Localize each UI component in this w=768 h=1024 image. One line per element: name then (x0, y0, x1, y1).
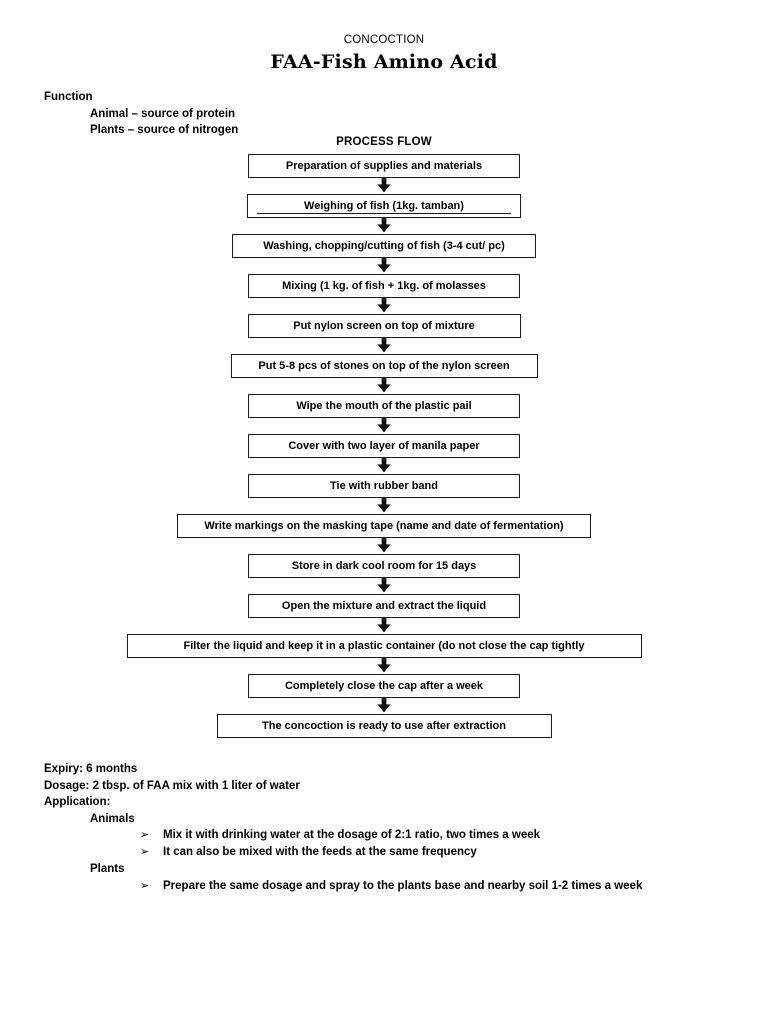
flow-step-row: Mixing (1 kg. of fish + 1kg. of molasses (0, 274, 768, 298)
dosage-line: Dosage: 2 tbsp. of FAA mix with 1 liter … (44, 779, 300, 792)
flow-step-box: Tie with rubber band (248, 474, 520, 498)
flow-step-row: Washing, chopping/cutting of fish (3-4 c… (0, 234, 768, 258)
function-item-animal: Animal – source of protein (90, 107, 236, 120)
list-item: ➢ Mix it with drinking water at the dosa… (44, 827, 744, 844)
down-arrow-icon (0, 458, 768, 474)
flow-step-box: Washing, chopping/cutting of fish (3-4 c… (232, 234, 536, 258)
page-title: FAA-Fish Amino Acid (270, 51, 498, 73)
function-section: Function Animal – source of protein Plan… (44, 89, 238, 139)
flow-step-row: Tie with rubber band (0, 474, 768, 498)
flow-step-row: Put 5-8 pcs of stones on top of the nylo… (0, 354, 768, 378)
down-arrow-icon (0, 418, 768, 434)
flow-step-box: Mixing (1 kg. of fish + 1kg. of molasses (248, 274, 520, 298)
expiry-line: Expiry: 6 months (44, 763, 138, 775)
plants-label: Plants (90, 863, 125, 875)
flow-step-box: Put 5-8 pcs of stones on top of the nylo… (230, 354, 538, 378)
flow-step-box: Filter the liquid and keep it in a plast… (126, 634, 642, 658)
document-kicker: CONCOCTION (343, 34, 425, 46)
down-arrow-icon (0, 698, 768, 714)
flow-step-box: Weighing of fish (1kg. tamban) (247, 194, 521, 218)
flow-step-box: Open the mixture and extract the liquid (248, 594, 520, 618)
flow-step-row: Put nylon screen on top of mixture (0, 314, 768, 338)
flow-step-row: Store in dark cool room for 15 days (0, 554, 768, 578)
flow-step-box: The concoction is ready to use after ext… (216, 714, 552, 738)
down-arrow-icon (0, 178, 768, 194)
application-label: Application: (44, 796, 111, 808)
flow-step-row: The concoction is ready to use after ext… (0, 714, 768, 738)
down-arrow-icon (0, 218, 768, 234)
flow-step-box: Completely close the cap after a week (248, 674, 520, 698)
list-item-text: Prepare the same dosage and spray to the… (163, 879, 643, 892)
flow-step-row: Preparation of supplies and materials (0, 154, 768, 178)
flow-step-box: Preparation of supplies and materials (248, 154, 520, 178)
down-arrow-icon (0, 538, 768, 554)
flow-step-box: Store in dark cool room for 15 days (248, 554, 520, 578)
down-arrow-icon (0, 298, 768, 314)
down-arrow-icon (0, 258, 768, 274)
list-item-text: It can also be mixed with the feeds at t… (163, 846, 477, 858)
down-arrow-icon (0, 498, 768, 514)
animals-label: Animals (90, 812, 135, 825)
flow-step-box: Write markings on the masking tape (name… (177, 514, 591, 538)
process-flow-heading: PROCESS FLOW (336, 136, 432, 148)
down-arrow-icon (0, 578, 768, 594)
flow-step-row: Weighing of fish (1kg. tamban) (0, 194, 768, 218)
flow-step-box: Cover with two layer of manila paper (248, 434, 520, 458)
flow-step-row: Completely close the cap after a week (0, 674, 768, 698)
list-item: ➢ It can also be mixed with the feeds at… (44, 844, 744, 861)
arrow-bullet-icon: ➢ (140, 829, 150, 841)
down-arrow-icon (0, 658, 768, 674)
flow-step-box: Put nylon screen on top of mixture (247, 314, 521, 338)
list-item: ➢ Prepare the same dosage and spray to t… (44, 878, 744, 895)
flow-step-row: Write markings on the masking tape (name… (0, 514, 768, 538)
flow-step-row: Filter the liquid and keep it in a plast… (0, 634, 768, 658)
document-header: CONCOCTION FAA-Fish Amino Acid (0, 33, 768, 73)
flow-step-box: Wipe the mouth of the plastic pail (248, 394, 520, 418)
down-arrow-icon (0, 618, 768, 634)
arrow-bullet-icon: ➢ (140, 879, 150, 892)
list-item-text: Mix it with drinking water at the dosage… (163, 829, 541, 841)
function-heading: Function (44, 91, 93, 103)
flow-step-row: Cover with two layer of manila paper (0, 434, 768, 458)
usage-notes: Expiry: 6 months Dosage: 2 tbsp. of FAA … (44, 761, 744, 895)
function-item-plants: Plants – source of nitrogen (90, 124, 239, 136)
down-arrow-icon (0, 338, 768, 354)
down-arrow-icon (0, 378, 768, 394)
arrow-bullet-icon: ➢ (140, 846, 150, 858)
flow-step-row: Open the mixture and extract the liquid (0, 594, 768, 618)
flow-step-row: Wipe the mouth of the plastic pail (0, 394, 768, 418)
